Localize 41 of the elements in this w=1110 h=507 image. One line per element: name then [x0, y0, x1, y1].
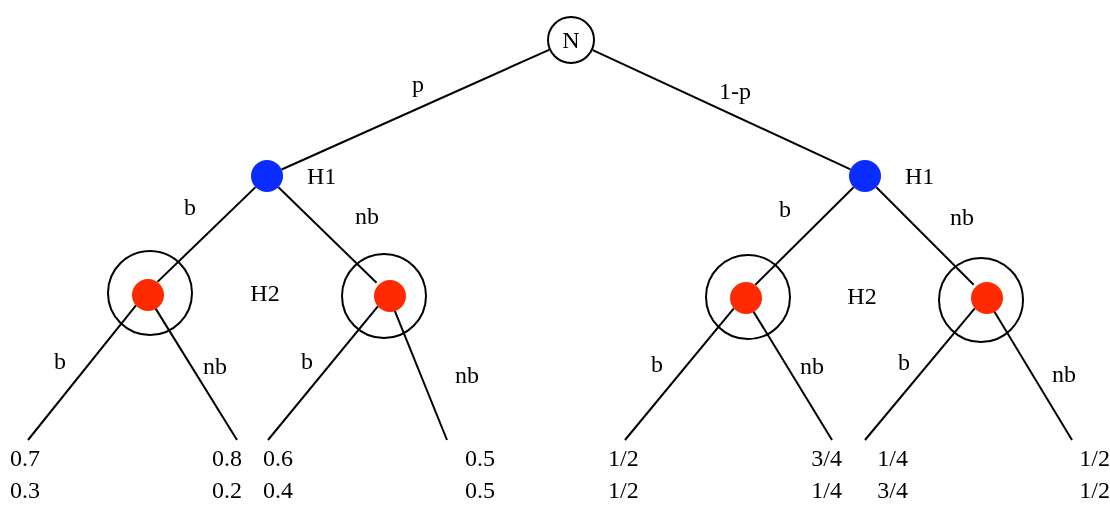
decision-node [251, 160, 283, 192]
payoff-value: 0.5 [464, 444, 495, 473]
branch-line [864, 307, 976, 441]
decision-node [849, 160, 881, 192]
information-set-circle [705, 254, 791, 340]
payoff-value: 0.8 [211, 444, 242, 473]
decision-node [374, 280, 406, 312]
information-set-circle [341, 253, 427, 339]
branch-line [591, 49, 852, 171]
payoff-value: 0.6 [263, 444, 294, 473]
decision-node [132, 279, 164, 311]
payoff-value: 1/4 [810, 476, 842, 505]
branch-line [875, 186, 975, 286]
payoff-value: 3/4 [876, 476, 908, 505]
information-set-circle [938, 257, 1024, 343]
information-set-label: H2 [250, 281, 280, 305]
decision-node [971, 282, 1003, 314]
payoff-value: 1/2 [608, 444, 640, 473]
payoff-value: 3/4 [810, 444, 842, 473]
information-set-circle [107, 250, 193, 336]
branch-line [27, 304, 137, 441]
payoff-value: 0.7 [10, 444, 41, 473]
decision-node [730, 282, 762, 314]
branch-line [280, 48, 551, 171]
branch-line [754, 186, 855, 286]
information-set-label: H2 [847, 284, 877, 308]
payoff-value: 1/4 [876, 444, 908, 473]
branch-line [624, 307, 735, 441]
payoff-value: 0.2 [211, 476, 242, 505]
branch-line [267, 305, 379, 441]
payoff-value: 1/2 [1078, 444, 1110, 473]
payoff-value: 1/2 [1078, 476, 1110, 505]
chance-node: N [547, 16, 595, 64]
payoff-value: 0.5 [464, 476, 495, 505]
payoff-value: 0.4 [263, 476, 294, 505]
player-label: H1 [307, 164, 337, 188]
branch-line [277, 186, 378, 284]
payoff-value: 1/2 [608, 476, 640, 505]
payoff-value: 0.3 [10, 476, 41, 505]
player-label: H1 [905, 164, 935, 188]
branch-line [156, 186, 257, 283]
